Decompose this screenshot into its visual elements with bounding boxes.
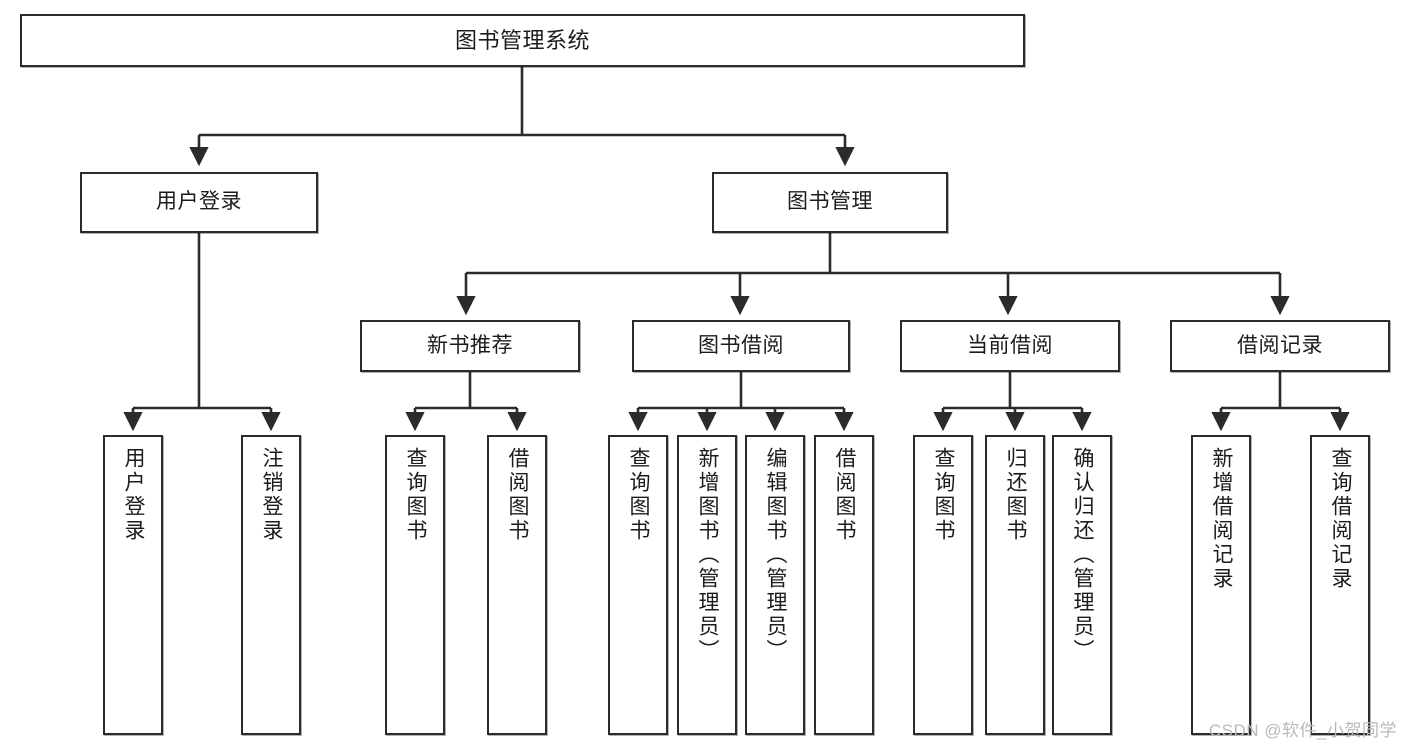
leaf-logout-label: 注销登录 xyxy=(260,447,284,543)
node-new-book-recommend-label: 新书推荐 xyxy=(427,333,513,357)
leaf-borrow-book-2[interactable]: 借阅图书 xyxy=(814,435,874,735)
leaf-query-record-label: 查询借阅记录 xyxy=(1329,447,1353,591)
node-current-borrow[interactable]: 当前借阅 xyxy=(900,320,1120,372)
node-user-login[interactable]: 用户登录 xyxy=(80,172,318,233)
leaf-query-book-3[interactable]: 查询图书 xyxy=(913,435,973,735)
leaf-borrow-book-1[interactable]: 借阅图书 xyxy=(487,435,547,735)
leaf-borrow-book-2-label: 借阅图书 xyxy=(833,447,857,543)
node-book-borrow[interactable]: 图书借阅 xyxy=(632,320,850,372)
leaf-logout[interactable]: 注销登录 xyxy=(241,435,301,735)
node-root[interactable]: 图书管理系统 xyxy=(20,14,1025,67)
leaf-edit-book[interactable]: 编辑图书（管理员） xyxy=(745,435,805,735)
leaf-user-login[interactable]: 用户登录 xyxy=(103,435,163,735)
node-current-borrow-label: 当前借阅 xyxy=(967,333,1053,357)
leaf-add-book[interactable]: 新增图书（管理员） xyxy=(677,435,737,735)
node-book-borrow-label: 图书借阅 xyxy=(698,333,784,357)
leaf-add-record[interactable]: 新增借阅记录 xyxy=(1191,435,1251,735)
leaf-query-book-2[interactable]: 查询图书 xyxy=(608,435,668,735)
node-new-book-recommend[interactable]: 新书推荐 xyxy=(360,320,580,372)
leaf-query-record[interactable]: 查询借阅记录 xyxy=(1310,435,1370,735)
leaf-user-login-label: 用户登录 xyxy=(122,447,146,543)
leaf-edit-book-label: 编辑图书（管理员） xyxy=(764,447,788,663)
node-borrow-record[interactable]: 借阅记录 xyxy=(1170,320,1390,372)
node-user-login-label: 用户登录 xyxy=(156,190,242,214)
node-borrow-record-label: 借阅记录 xyxy=(1237,333,1323,357)
node-book-manage[interactable]: 图书管理 xyxy=(712,172,948,233)
leaf-borrow-book-1-label: 借阅图书 xyxy=(506,447,530,543)
node-book-manage-label: 图书管理 xyxy=(787,190,873,214)
watermark: CSDN @软件_小贺同学 xyxy=(1208,721,1397,740)
leaf-query-book-1[interactable]: 查询图书 xyxy=(385,435,445,735)
leaf-return-book[interactable]: 归还图书 xyxy=(985,435,1045,735)
leaf-query-book-3-label: 查询图书 xyxy=(932,447,956,543)
leaf-confirm-return[interactable]: 确认归还（管理员） xyxy=(1052,435,1112,735)
leaf-return-book-label: 归还图书 xyxy=(1004,447,1028,543)
leaf-confirm-return-label: 确认归还（管理员） xyxy=(1071,447,1095,663)
node-root-label: 图书管理系统 xyxy=(454,27,590,53)
leaf-add-record-label: 新增借阅记录 xyxy=(1210,447,1234,591)
leaf-query-book-1-label: 查询图书 xyxy=(404,447,428,543)
leaf-add-book-label: 新增图书（管理员） xyxy=(696,447,720,663)
leaf-query-book-2-label: 查询图书 xyxy=(627,447,651,543)
